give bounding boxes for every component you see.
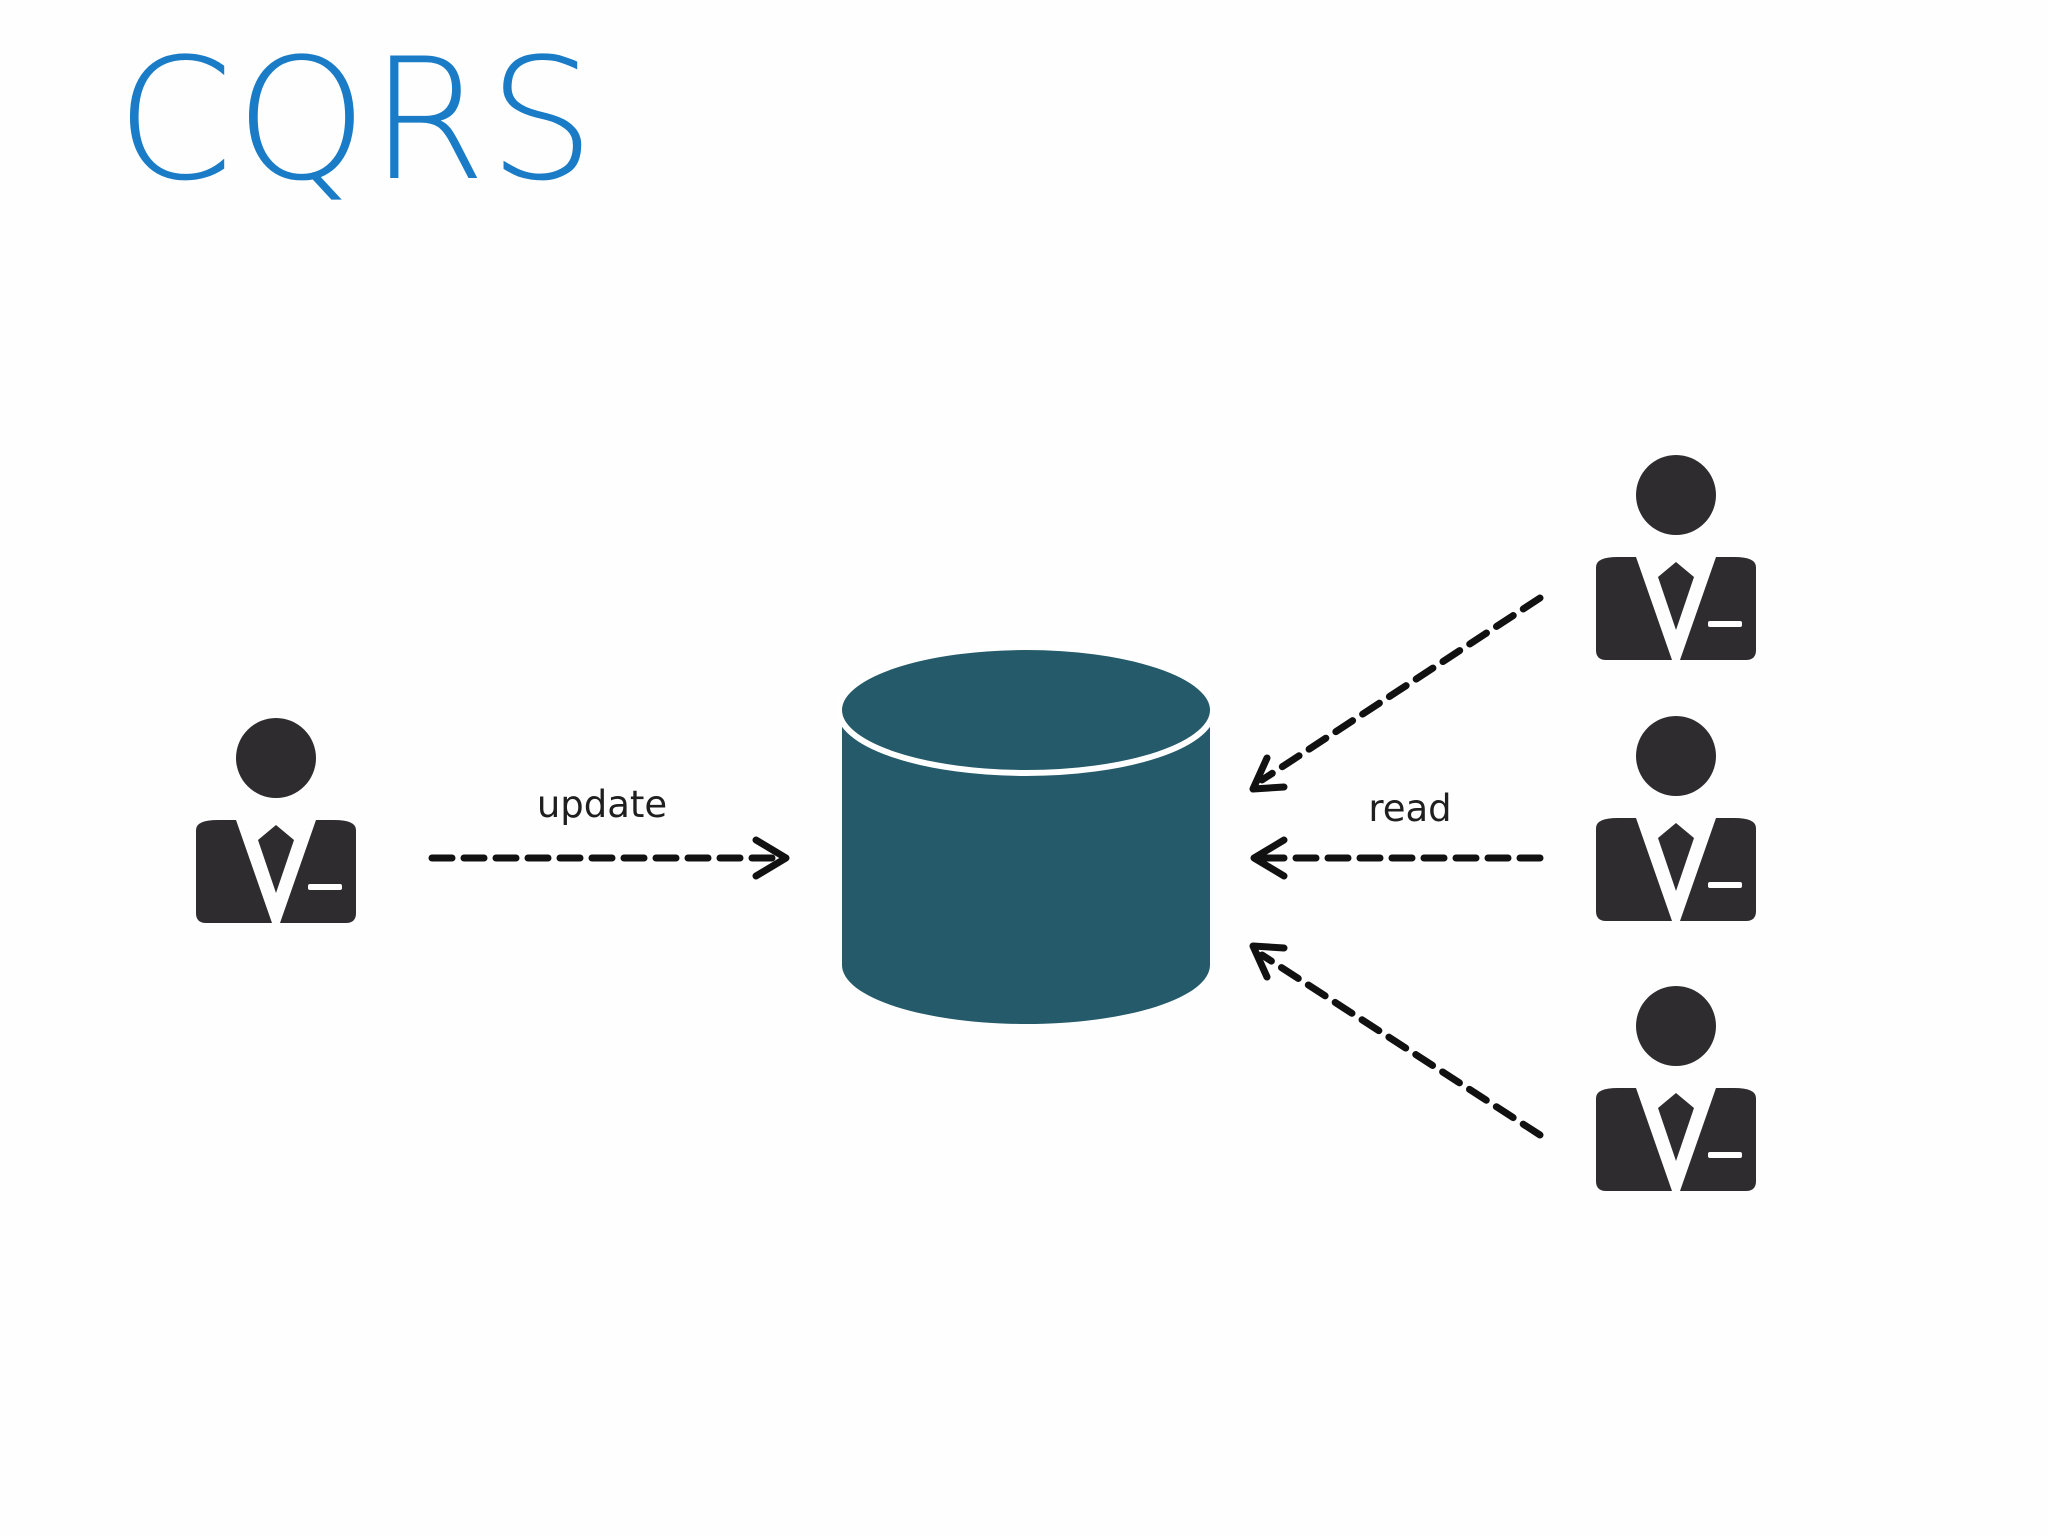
- database-icon: [836, 644, 1216, 1024]
- database-body: [842, 712, 1210, 1024]
- read-label: read: [1368, 787, 1451, 830]
- reader-user-icon-top: [1596, 455, 1756, 660]
- update-arrow: [428, 836, 790, 880]
- read-arrow-bottom: [1249, 942, 1544, 1139]
- reader-user-icon-middle: [1596, 716, 1756, 921]
- writer-user-icon: [196, 718, 356, 923]
- reader-user-icon-bottom: [1596, 986, 1756, 1191]
- read-arrow-top: [1249, 594, 1544, 793]
- update-label: update: [537, 783, 667, 826]
- slide-title: CQRS: [116, 22, 597, 218]
- database-top: [836, 644, 1216, 776]
- read-arrow-middle: [1250, 836, 1544, 880]
